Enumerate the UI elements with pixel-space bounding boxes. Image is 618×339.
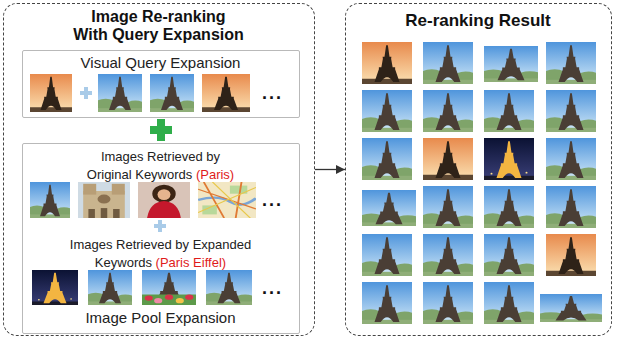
text-group: Image Re-ranking With Query Expansion (29, 8, 289, 45)
thumbnail (32, 270, 78, 305)
thumbnail (138, 182, 190, 218)
thumbnail (78, 182, 130, 218)
thumbnail (419, 90, 477, 132)
thumbnail (85, 270, 136, 305)
keyword-text: (Paris Eiffel) (156, 255, 227, 270)
thumbnail (358, 234, 416, 276)
thumbnail (358, 138, 416, 180)
thumbnail (203, 270, 256, 305)
box-title: Visual Query Expansion (81, 54, 241, 71)
thumbnail (480, 282, 538, 324)
box-title: Image Re-ranking With Query Expansion (73, 8, 244, 43)
thumbnail (480, 186, 538, 228)
ellipsis-mark: ... (262, 279, 283, 297)
plus-symbol (80, 87, 92, 99)
thumbnail (419, 42, 477, 84)
thumbnail (480, 90, 538, 132)
thumbnail (419, 234, 477, 276)
thumbnail (198, 182, 256, 218)
thumbnail (535, 294, 606, 322)
ellipsis-mark: ... (262, 191, 283, 209)
thumbnail (480, 234, 538, 276)
text-group: Images Retrieved by Expanded Keywords(Pa… (46, 235, 276, 272)
thumbnail (95, 74, 146, 112)
thumbnail (27, 182, 73, 218)
dashed-panel: Re-ranking Result (345, 3, 612, 336)
ellipsis-mark: ... (262, 84, 283, 102)
thumbnail (484, 138, 534, 180)
thumbnail (358, 190, 420, 226)
result-grid (358, 42, 607, 324)
thumbnail (142, 270, 196, 305)
plus-symbol (154, 220, 166, 232)
thumbnail (546, 234, 596, 276)
thumbnail (202, 74, 250, 112)
plus-symbol (150, 119, 172, 141)
expansion-box: Images Retrieved by Original Keywords(Pa… (22, 143, 300, 334)
keyword-text: (Paris) (196, 167, 234, 182)
thumbnail (362, 42, 412, 84)
text-group: Image Pool Expansion (31, 309, 291, 327)
expansion-box: Visual Query Expansion (22, 50, 300, 118)
thumbnail (419, 282, 477, 324)
query-image (30, 74, 72, 112)
thumbnail (358, 90, 416, 132)
thumbnail (542, 90, 600, 132)
thumbnail (147, 74, 198, 112)
thumbnail (542, 42, 600, 84)
text-group: Visual Query Expansion (31, 54, 291, 72)
box-title: Re-ranking Result (405, 11, 550, 30)
text-group: Images Retrieved by Original Keywords(Pa… (61, 147, 261, 184)
thumbnail (480, 46, 542, 82)
text-group: Re-ranking Result (358, 11, 598, 31)
thumbnail (423, 138, 473, 180)
thumbnail (542, 138, 600, 180)
box-text: Image Pool Expansion (85, 309, 235, 326)
thumbnail (358, 282, 416, 324)
thumbnail (419, 186, 477, 228)
thumbnail (542, 186, 600, 228)
flow-arrow (315, 169, 345, 170)
